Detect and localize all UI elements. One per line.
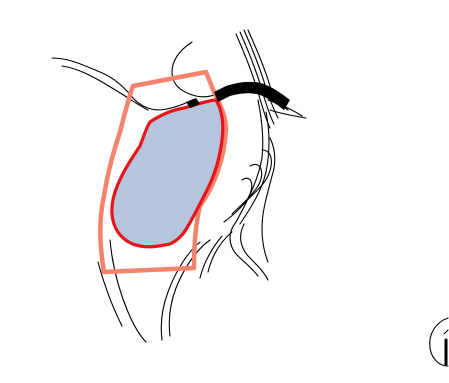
outline-right-branch-2 [270,110,306,118]
outline-vessel-2 [240,32,274,124]
segmentation-region [112,100,223,247]
outline-corner-symbol-tick [444,330,448,334]
outline-left-descending [110,240,146,342]
outline-loop-2 [232,164,262,214]
outline-upper-left-contour-inner [62,66,148,110]
outline-lower-curve-1 [230,222,258,276]
outline-mid-vessel-1 [236,100,263,222]
outline-upper-left-contour [52,58,190,110]
outline-lower-left-arc-2 [169,240,210,336]
outline-lower-left-arc-3 [200,236,222,278]
catheter-tube [214,82,290,110]
anatomy-outline-group [52,30,448,366]
outline-vessel-3 [244,30,278,118]
outline-vessel-1 [236,34,270,128]
